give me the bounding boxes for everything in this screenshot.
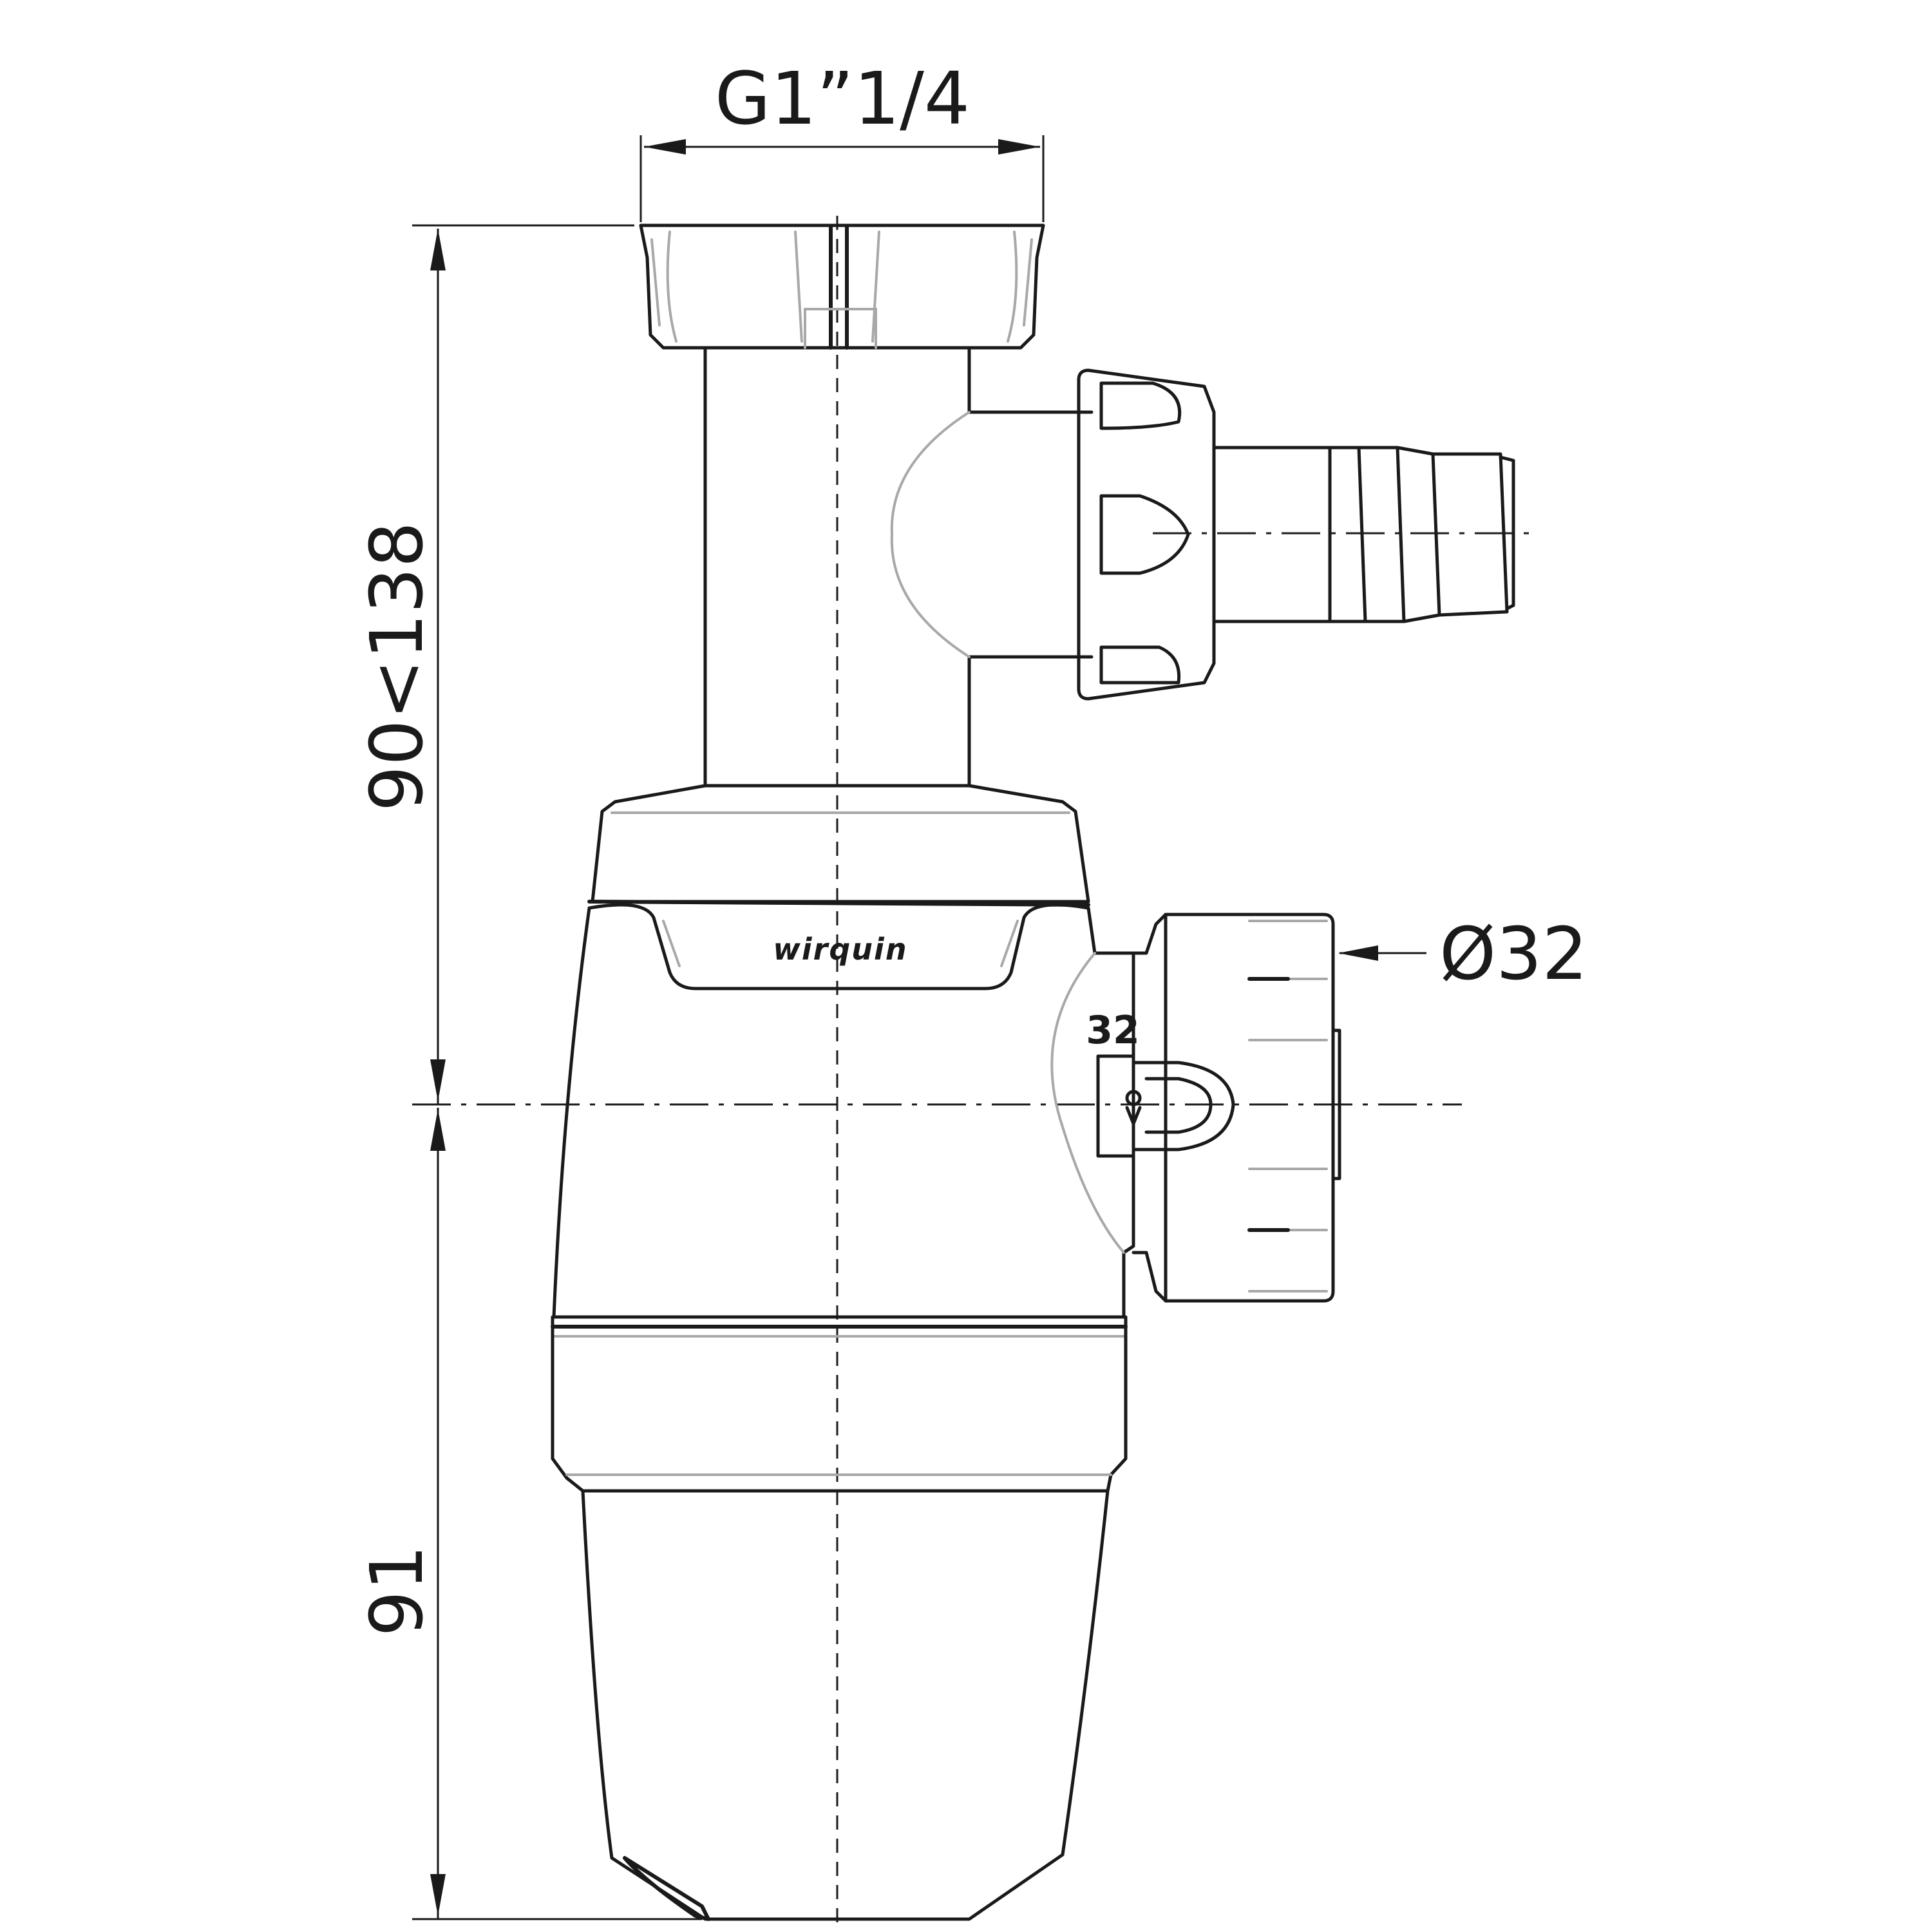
dimension-lower-height: 91 <box>355 1108 702 1920</box>
bottom-cup <box>551 1315 1128 1921</box>
hose-connector <box>1212 446 1515 623</box>
lower-height-label: 91 <box>355 1545 439 1637</box>
thread-size-label: G1”1/4 <box>715 57 970 141</box>
outlet-nut <box>1096 913 1341 1303</box>
body-collar <box>587 784 1090 990</box>
trap-body <box>551 906 1135 1338</box>
brand-logo-text: wirquin <box>773 932 907 967</box>
tee-branch <box>890 410 1094 659</box>
outlet-size-marking: 32 <box>1086 1008 1140 1053</box>
height-range-label: 90<138 <box>355 522 439 811</box>
dimension-height-range: 90<138 <box>355 224 634 1104</box>
vertical-pipe <box>703 347 971 788</box>
dimension-outlet-diameter: Ø32 <box>1338 913 1588 996</box>
top-coupling-nut <box>639 223 1045 350</box>
dimension-thread: G1”1/4 <box>639 57 1045 222</box>
outlet-diameter-label: Ø32 <box>1439 913 1588 996</box>
side-nut <box>1077 368 1216 701</box>
center-lines <box>412 216 1530 1926</box>
